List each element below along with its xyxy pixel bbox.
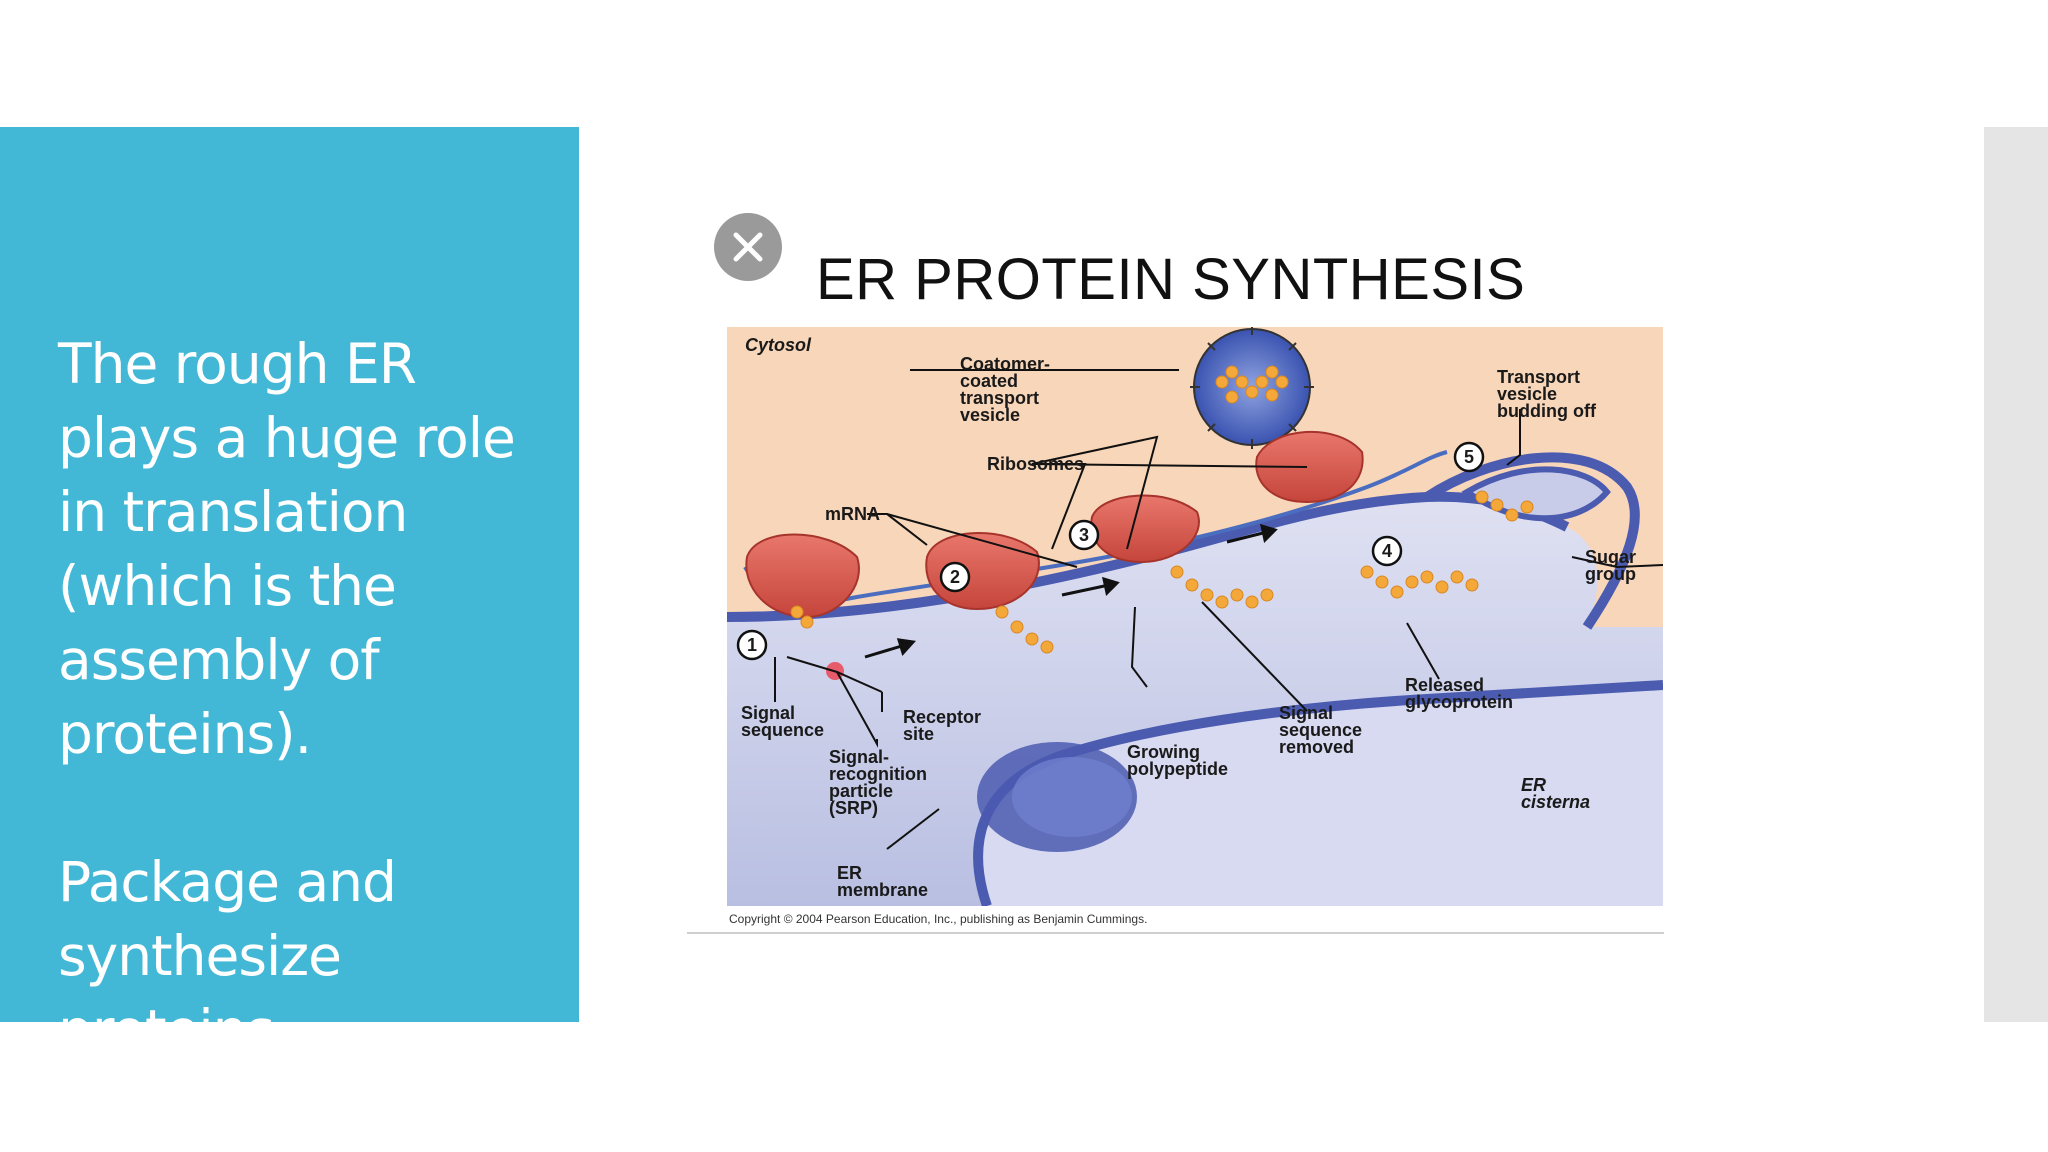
paragraph-gap — [58, 771, 558, 845]
label-transport-3: budding off — [1497, 401, 1597, 421]
step-5: 5 — [1464, 447, 1474, 467]
label-srp-1: Signal- — [829, 747, 889, 767]
label-membrane-2: membrane — [837, 880, 928, 900]
label-coatomer-4: vesicle — [960, 405, 1020, 425]
label-signal-seq-2: sequence — [741, 720, 824, 740]
copyright-note: Copyright © 2004 Pearson Education, Inc.… — [729, 912, 1148, 926]
label-growing-2: polypeptide — [1127, 759, 1228, 779]
label-signal-seq-1: Signal — [741, 703, 795, 723]
label-membrane-1: ER — [837, 863, 862, 883]
label-released-1: Released — [1405, 675, 1484, 695]
text-line: proteins). — [58, 702, 312, 766]
label-ribosomes: Ribosomes — [987, 454, 1084, 474]
step-1: 1 — [747, 635, 757, 655]
label-sugar-2: group — [1585, 564, 1636, 584]
text-line: assembly of — [58, 628, 380, 692]
label-growing-1: Growing — [1127, 742, 1200, 762]
label-cisterna-1: ER — [1521, 775, 1546, 795]
label-cisterna-2: cisterna — [1521, 792, 1590, 812]
label-coatomer-3: transport — [960, 388, 1039, 408]
label-srp-3: particle — [829, 781, 893, 801]
text-line: synthesize — [58, 924, 342, 988]
label-mrna: mRNA — [825, 504, 880, 524]
label-removed-3: removed — [1279, 737, 1354, 757]
label-released-2: glycoprotein — [1405, 692, 1513, 712]
label-receptor-1: Receptor — [903, 707, 981, 727]
label-srp-4: (SRP) — [829, 798, 878, 818]
label-transport-2: vesicle — [1497, 384, 1557, 404]
close-button[interactable] — [714, 213, 782, 281]
step-2: 2 — [950, 567, 960, 587]
text-line: Package and — [58, 850, 397, 914]
figure-divider — [687, 932, 1664, 934]
label-transport-1: Transport — [1497, 367, 1580, 387]
label-removed-2: sequence — [1279, 720, 1362, 740]
label-coatomer-1: Coatomer- — [960, 354, 1050, 374]
close-icon — [733, 232, 763, 262]
step-3: 3 — [1079, 525, 1089, 545]
er-protein-synthesis-diagram: 1 2 3 4 5 Cytosol Coatomer- coated — [726, 325, 1665, 908]
label-cytosol: Cytosol — [745, 335, 812, 355]
text-line: (which is the — [58, 554, 397, 618]
label-srp-2: recognition — [829, 764, 927, 784]
text-line: plays a huge role — [58, 406, 516, 470]
slide-body-text: The rough ER plays a huge role in transl… — [58, 327, 558, 1067]
text-line: in translation — [58, 480, 408, 544]
label-coatomer-2: coated — [960, 371, 1018, 391]
text-line: proteins — [58, 998, 275, 1062]
step-4: 4 — [1382, 541, 1392, 561]
label-receptor-2: site — [903, 724, 934, 744]
left-text-panel: The rough ER plays a huge role in transl… — [0, 127, 579, 1062]
label-sugar-1: Sugar — [1585, 547, 1636, 567]
text-line: The rough ER — [58, 332, 417, 396]
right-edge-strip — [1984, 127, 2048, 1022]
figure-title: ER PROTEIN SYNTHESIS — [816, 247, 1526, 312]
label-removed-1: Signal — [1279, 703, 1333, 723]
